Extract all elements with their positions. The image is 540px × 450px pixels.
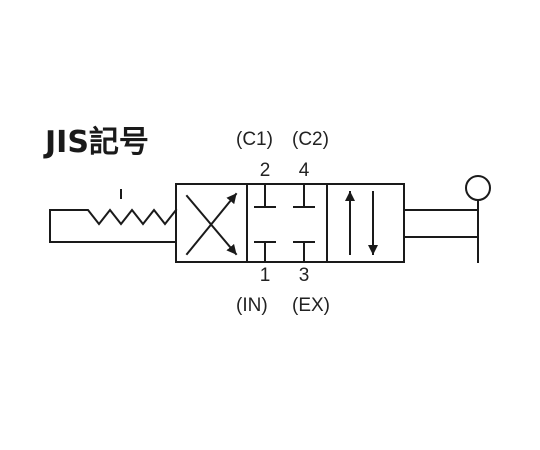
spring-icon <box>49 189 178 243</box>
valve-body <box>175 183 405 263</box>
page-title: JIS記号 <box>45 125 149 160</box>
blocked-ports-icon <box>254 183 315 263</box>
port-label-c1: (C1) <box>236 129 273 150</box>
push-button-actuator-icon <box>403 175 491 263</box>
parallel-flow-arrows-icon <box>345 191 378 255</box>
port-number-2: 2 <box>259 160 271 181</box>
port-label-c2: (C2) <box>292 129 329 150</box>
port-number-1: 1 <box>259 265 271 286</box>
port-number-4: 4 <box>298 160 310 181</box>
port-number-3: 3 <box>298 265 310 286</box>
cross-flow-arrows-icon <box>185 192 238 256</box>
port-label-in: (IN) <box>236 295 268 316</box>
port-label-ex: (EX) <box>292 295 330 316</box>
